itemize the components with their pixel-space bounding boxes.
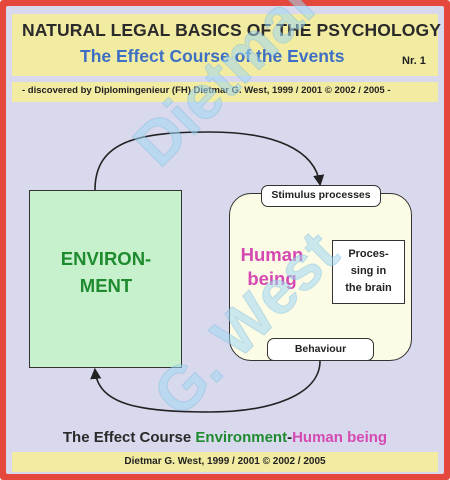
brain-label-line1: Proces- bbox=[348, 248, 389, 260]
stimulus-box bbox=[261, 185, 381, 207]
environment-label-line2: MENT bbox=[79, 275, 133, 296]
human-being-label-line1: Human bbox=[240, 244, 304, 265]
footer-band bbox=[12, 452, 438, 472]
human-being-label-line2: being bbox=[247, 268, 297, 289]
behaviour-box bbox=[267, 338, 374, 361]
page-subtitle: The Effect Course of the Events bbox=[80, 46, 345, 66]
brain-box bbox=[332, 240, 405, 304]
credit-band bbox=[12, 82, 438, 102]
human-being-label: Human being bbox=[232, 243, 312, 291]
environment-label: ENVIRON- MENT bbox=[31, 245, 181, 299]
brain-label: Proces- sing in the brain bbox=[332, 246, 405, 297]
page-title: NATURAL LEGAL BASICS OF THE PSYCHOLOGY bbox=[22, 20, 441, 40]
behaviour-label: Behaviour bbox=[294, 343, 347, 355]
brain-label-line3: the brain bbox=[345, 282, 392, 294]
effect-course-prefix: The Effect Course bbox=[62, 429, 196, 446]
environment-label-line1: ENVIRON- bbox=[60, 248, 152, 269]
sheet-number: Nr. 1 bbox=[402, 55, 426, 67]
effect-course-caption: The Effect Course Environment-Human bein… bbox=[0, 429, 450, 446]
arrow-behaviour-to-environment bbox=[90, 360, 321, 413]
arrow-environment-to-stimulus bbox=[94, 131, 325, 191]
environment-box bbox=[29, 190, 182, 368]
effect-course-human: Human being bbox=[292, 429, 388, 446]
effect-course-dash: - bbox=[287, 429, 293, 446]
credit-line: - discovered by Diplomingenieur (FH) Die… bbox=[22, 85, 391, 96]
header-band bbox=[12, 14, 438, 76]
effect-course-environment: Environment bbox=[195, 429, 288, 446]
stimulus-label: Stimulus processes bbox=[271, 189, 371, 201]
footer-credit: Dietmar G. West, 1999 / 2001 © 2002 / 20… bbox=[124, 456, 326, 467]
brain-label-line2: sing in bbox=[350, 265, 387, 277]
